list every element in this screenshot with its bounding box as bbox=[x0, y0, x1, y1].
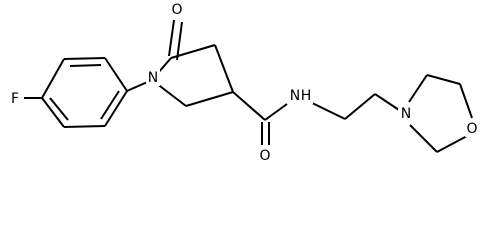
morpholine-nitrogen-label: N bbox=[401, 106, 411, 122]
chemical-structure-diagram: F N O O N H N O bbox=[10, 2, 478, 164]
morpholine-ring bbox=[408, 74, 473, 153]
amide-carbonyl bbox=[261, 122, 270, 145]
amide-nitrogen-bond bbox=[264, 103, 288, 121]
lactam-carbonyl bbox=[168, 19, 183, 61]
amide-nitrogen-label: N bbox=[290, 88, 300, 104]
fluorine-label: F bbox=[11, 91, 19, 107]
morpholine-oxygen-label: O bbox=[466, 121, 477, 137]
amide-oxygen-label: O bbox=[259, 148, 270, 164]
lactam-oxygen-label: O bbox=[171, 2, 182, 18]
ethyl-linker bbox=[305, 93, 400, 120]
amide-hydrogen-label: H bbox=[301, 88, 312, 104]
ring-to-amide-bond bbox=[232, 91, 266, 121]
pyrrolidinone-ring bbox=[151, 44, 234, 107]
pyrrolidine-nitrogen-label: N bbox=[148, 70, 158, 86]
fluorophenyl-ring bbox=[41, 57, 128, 128]
